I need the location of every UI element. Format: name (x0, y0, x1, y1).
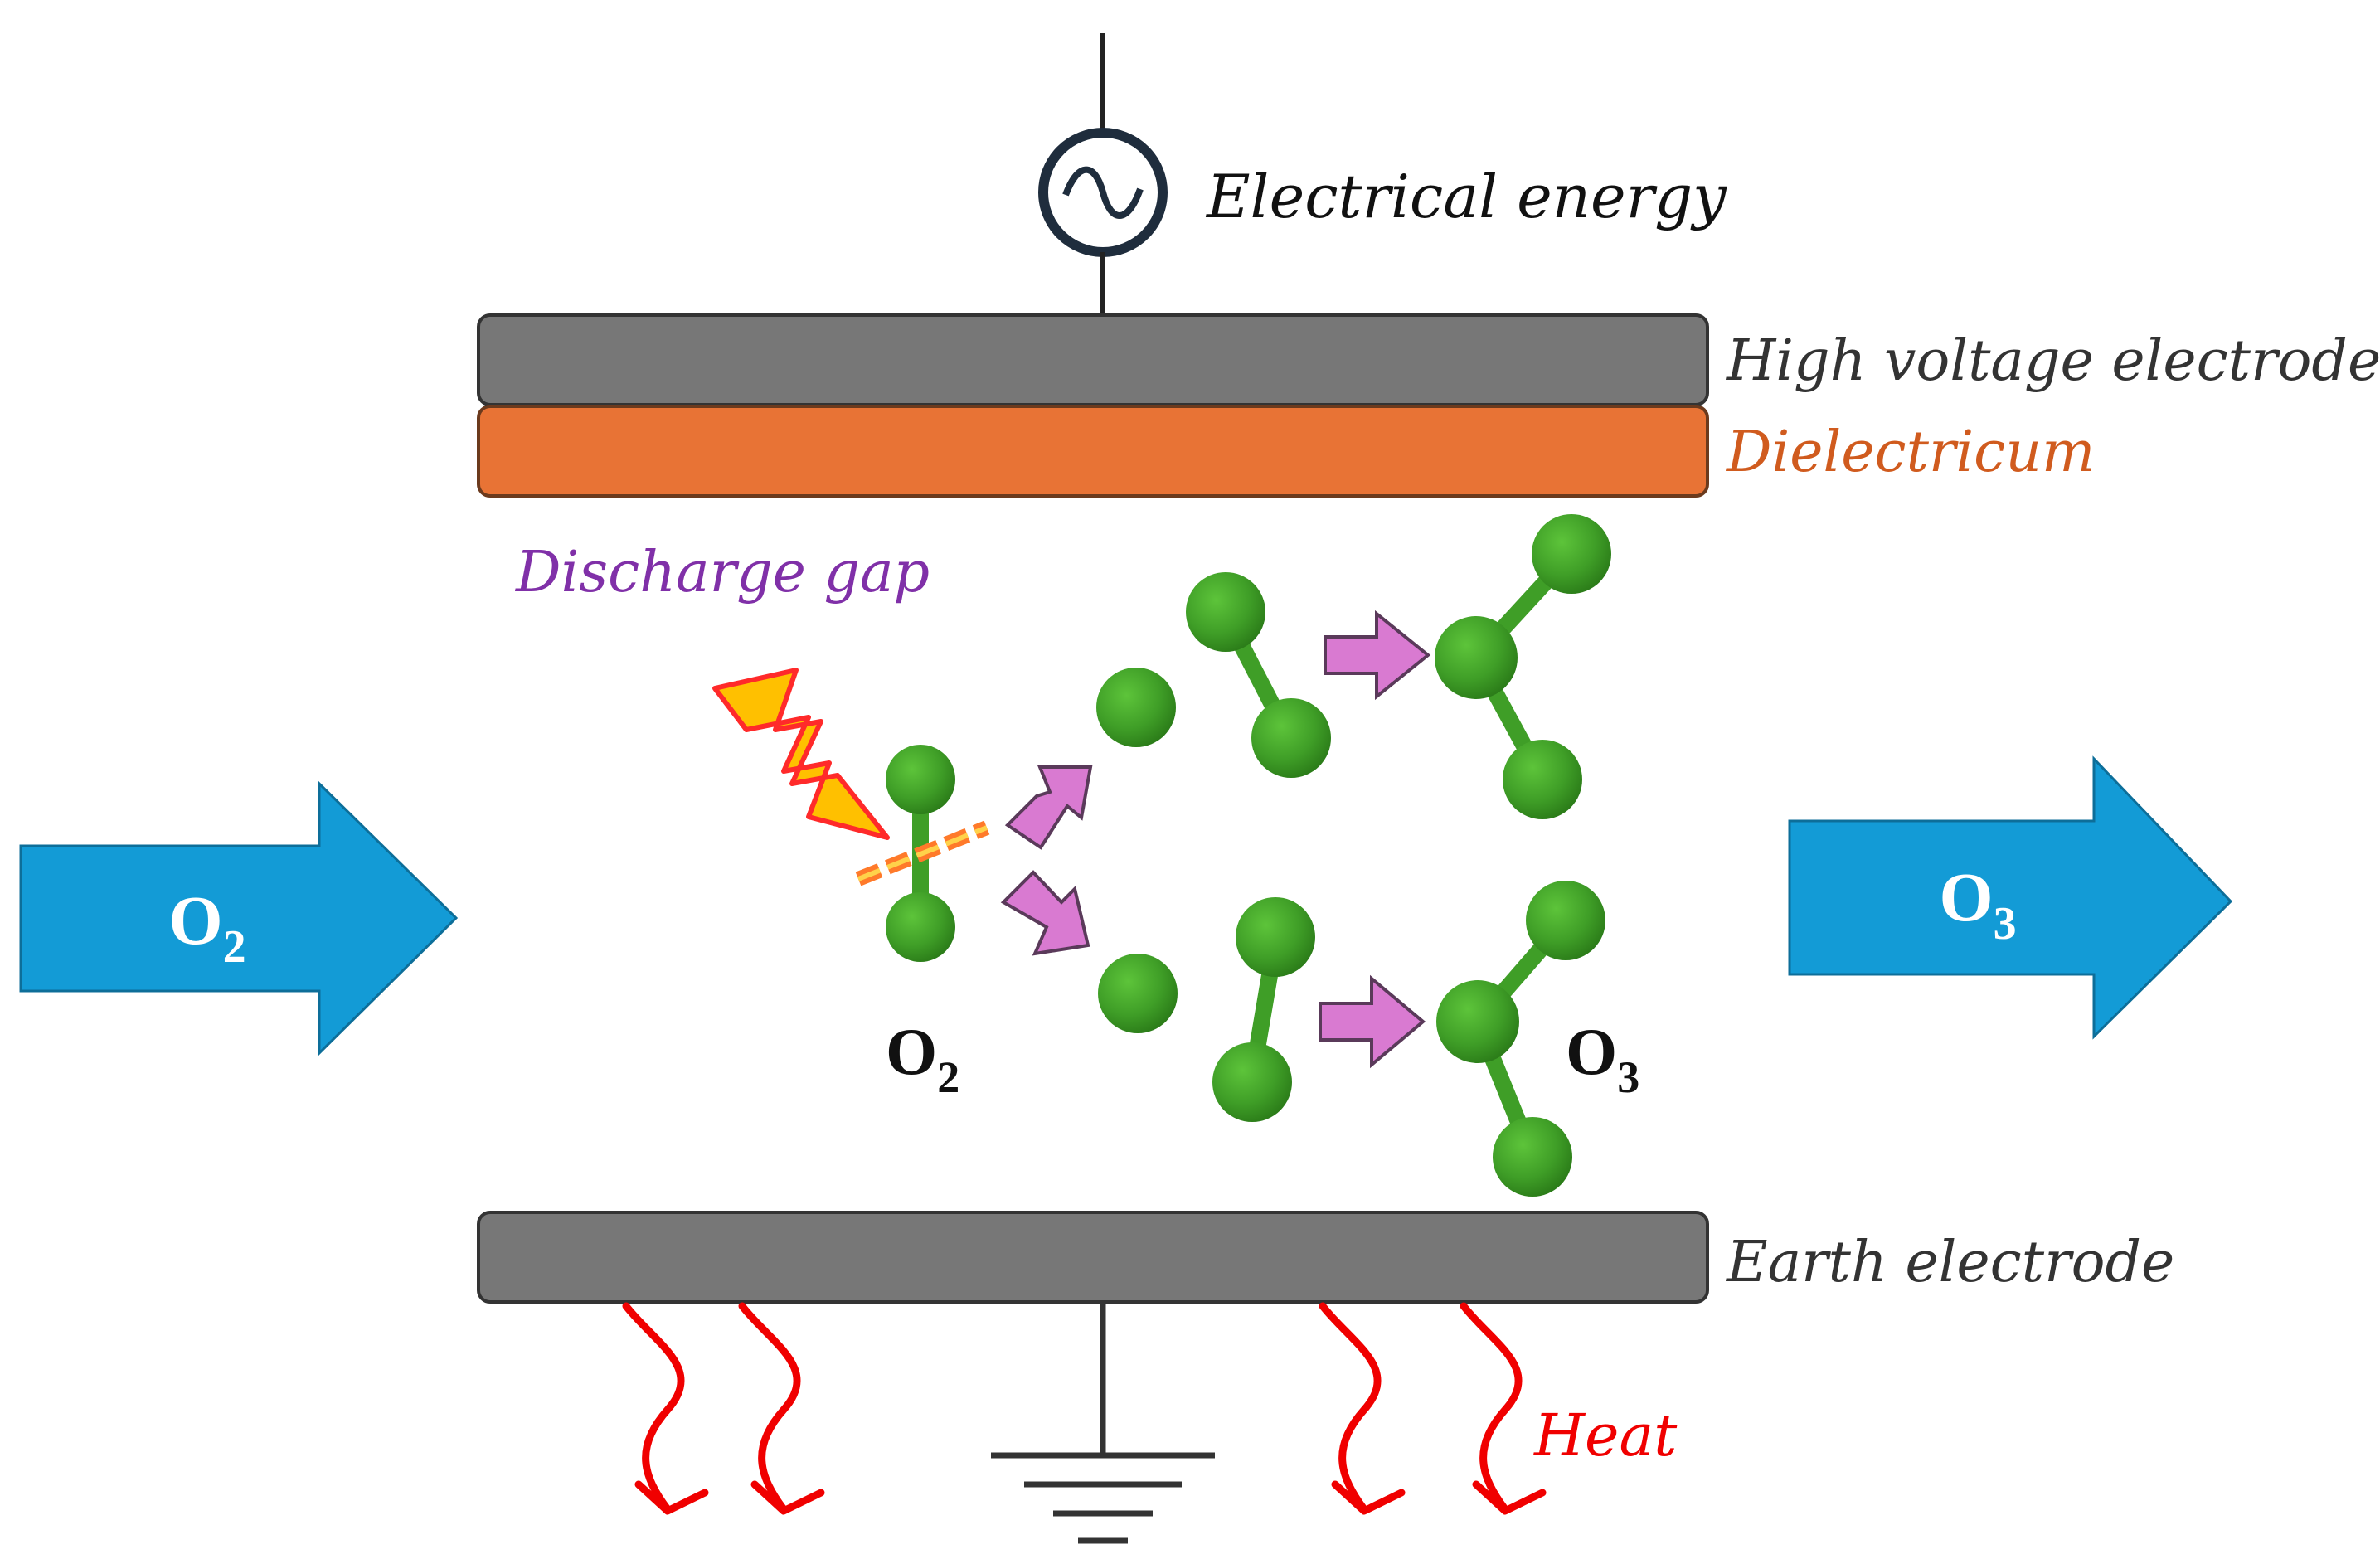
heat-wave-icon (622, 1302, 709, 1515)
heat-label: Heat (1532, 1401, 1678, 1469)
power-supply (1038, 33, 1168, 315)
inlet-gas-label: O2 (168, 882, 245, 973)
o2-molecule-label: O2 (886, 1016, 959, 1102)
reaction-arrows (1000, 610, 1431, 1069)
reaction-arrow-lower (1319, 974, 1426, 1069)
o3-molecule-label: O3 (1566, 1016, 1639, 1102)
inlet-flow-arrow: O2 (19, 780, 459, 1056)
earth-electrode (477, 1211, 1709, 1304)
high-voltage-electrode (477, 313, 1709, 406)
ac-source-icon (1038, 128, 1168, 257)
o2-molecule-main: O (886, 1016, 937, 1089)
inlet-gas-sub: 2 (223, 921, 246, 973)
o3-molecule-main: O (1566, 1016, 1617, 1089)
heat-waves (622, 1302, 1547, 1515)
outlet-flow-arrow: O3 (1788, 755, 2233, 1040)
electrical-energy-label: Electrical energy (1205, 162, 1727, 231)
o2-molecule-upper (1186, 572, 1331, 778)
free-oxygen-atom-lower (1098, 954, 1178, 1033)
free-oxygen-atom-upper (1096, 668, 1176, 747)
o2-molecule-lower (1212, 897, 1315, 1122)
o2-molecule-split (855, 745, 990, 962)
inlet-gas-main: O (168, 882, 222, 959)
outlet-gas-label: O3 (1939, 859, 2016, 949)
o3-molecule-lower (1436, 881, 1605, 1197)
split-arrow-up (1004, 765, 1093, 850)
o2-molecule-sub: 2 (937, 1052, 959, 1102)
heat-wave-icon (1460, 1302, 1547, 1515)
earth-electrode-label: Earth electrode (1725, 1230, 2174, 1295)
discharge-gap-label: Discharge gap (514, 540, 930, 605)
reaction-arrow-upper (1324, 610, 1431, 701)
heat-wave-icon (738, 1302, 825, 1515)
ground-icon (991, 1302, 1215, 1544)
outlet-gas-sub: 3 (1994, 898, 2017, 949)
dielectricum-label: Dielectricum (1725, 420, 2096, 485)
o3-molecule-sub: 3 (1617, 1052, 1639, 1102)
dielectric-layer (477, 405, 1709, 498)
high-voltage-electrode-label: High voltage electrode (1725, 328, 2380, 394)
split-arrow-down (1000, 870, 1090, 956)
outlet-gas-main: O (1939, 859, 1993, 936)
o3-molecule-upper (1435, 514, 1611, 819)
heat-wave-icon (1319, 1302, 1406, 1515)
spark-icon (712, 668, 890, 840)
